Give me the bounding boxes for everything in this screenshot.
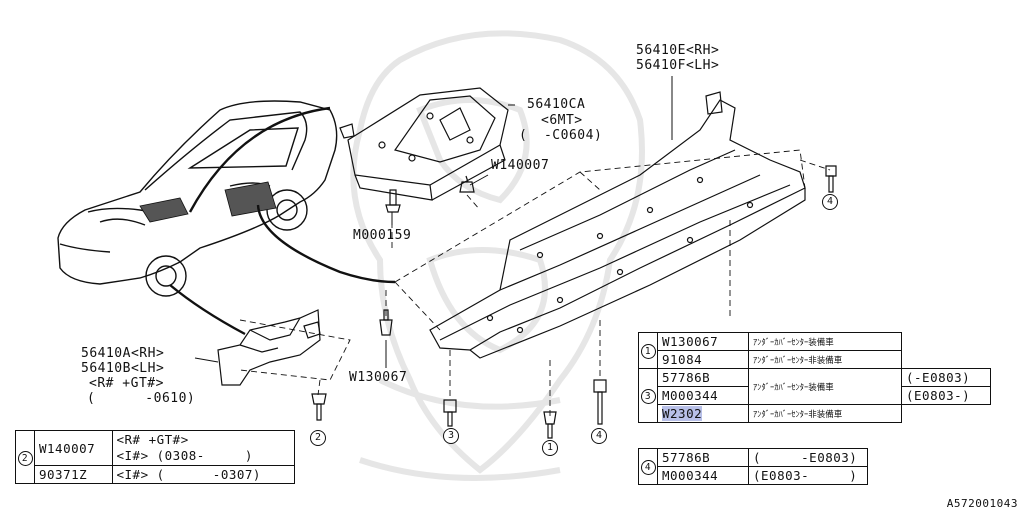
part-number-cell: W130067	[657, 332, 749, 351]
mud-guard-part	[217, 309, 321, 386]
watermark-crest	[350, 30, 645, 481]
note-cell: ｱﾝﾀﾞｰｶﾊﾞｰｾﾝﾀｰ非装備車	[748, 350, 902, 369]
part-number-cell: M000344	[657, 466, 749, 485]
position-marker-1: 1	[542, 440, 558, 456]
car-undercover-areas	[139, 181, 277, 223]
group-number-2: 2	[15, 430, 35, 484]
callout-56410a: 56410A<RH>	[81, 346, 165, 361]
table-row: M000344 (E0803- )	[639, 466, 868, 485]
leader-lines	[194, 76, 673, 368]
bolt-pos4-center	[593, 379, 607, 425]
table-row: 2 W140007 <R# +GT#><I#> (0308- )	[15, 430, 295, 484]
table-row: 3 57786B ｱﾝﾀﾞｰｶﾊﾞｰｾﾝﾀｰ装備車 (-E0803)	[638, 368, 991, 423]
part-number-cell: M000344	[657, 386, 749, 405]
callout-56410e: 56410E<RH>	[636, 43, 720, 58]
position-marker-2: 2	[310, 430, 326, 446]
range-cell: (E0803-)	[901, 386, 991, 405]
bolt-pos3	[443, 399, 457, 427]
table-row: M000344 (E0803-)	[639, 386, 991, 405]
callout-w140007: W140007	[491, 158, 550, 173]
range-cell: (-E0803)	[901, 368, 991, 387]
callout-56410ab-opt: <R# +GT#>	[89, 376, 164, 391]
front-wheel	[145, 255, 187, 297]
part-number-cell: 57786B	[657, 448, 749, 467]
highlighted-part-number[interactable]: W2302	[662, 406, 703, 421]
callout-56410ca-range: ( -C0604)	[519, 128, 603, 143]
part-number-cell-highlighted: W2302	[657, 404, 749, 423]
callout-56410ca: 56410CA	[527, 97, 586, 112]
spec-cell: <I#> ( -0307)	[111, 465, 295, 484]
parts-table-4: 4 57786B ( -E0803) M000344 (E0803- )	[638, 448, 868, 485]
callout-m000159: M000159	[353, 228, 412, 243]
position-marker-4-center: 4	[591, 428, 607, 444]
callout-w130067: W130067	[349, 370, 408, 385]
group-number-4: 4	[638, 448, 658, 485]
callout-56410b: 56410B<LH>	[81, 361, 165, 376]
part-number-cell: W140007	[34, 430, 113, 466]
part-number-cell: 57786B	[657, 368, 749, 387]
spec-cell: <R# +GT#><I#> (0308- )	[111, 430, 295, 466]
clip-pos1	[543, 411, 557, 439]
part-number-cell: 90371Z	[34, 465, 113, 484]
note-cell: ｱﾝﾀﾞｰｶﾊﾞｰｾﾝﾀｰ装備車	[748, 332, 902, 351]
callout-56410ca-6mt: <6MT>	[541, 113, 583, 128]
callout-56410ab-range: ( -0610)	[87, 391, 196, 406]
leader-arcs	[169, 106, 396, 336]
group-number-1: 1	[638, 332, 658, 369]
range-cell: (E0803- )	[748, 466, 868, 485]
parts-table-2: 2 W140007 <R# +GT#><I#> (0308- ) 90371Z …	[15, 430, 295, 484]
bolt-m000159	[385, 189, 401, 213]
clip-w140007-upper	[459, 175, 475, 193]
dashed-guides	[239, 149, 831, 420]
bolt-left-pos2	[311, 393, 327, 421]
parts-table-1-3: 1 W130067 ｱﾝﾀﾞｰｶﾊﾞｰｾﾝﾀｰ装備車 91084 ｱﾝﾀﾞｰｶﾊ…	[638, 332, 991, 423]
note-cell: ｱﾝﾀﾞｰｶﾊﾞｰｾﾝﾀｰ非装備車	[748, 404, 902, 423]
figure-id: A572001043	[946, 497, 1018, 510]
group-number-3: 3	[638, 368, 658, 423]
position-marker-4-right: 4	[822, 194, 838, 210]
table-row: 90371Z <I#> ( -0307)	[16, 465, 295, 484]
main-under-cover-part	[429, 91, 806, 359]
bolt-pos4-right	[825, 165, 837, 193]
table-row: W2302 ｱﾝﾀﾞｰｶﾊﾞｰｾﾝﾀｰ非装備車	[639, 404, 991, 423]
position-marker-3: 3	[443, 428, 459, 444]
table-row: 4 57786B ( -E0803)	[638, 448, 868, 485]
table-row: 1 W130067 ｱﾝﾀﾞｰｶﾊﾞｰｾﾝﾀｰ装備車	[638, 332, 991, 369]
callout-56410f: 56410F<LH>	[636, 58, 720, 73]
note-cell: ｱﾝﾀﾞｰｶﾊﾞｰｾﾝﾀｰ装備車	[748, 368, 902, 405]
table-row: 91084 ｱﾝﾀﾞｰｶﾊﾞｰｾﾝﾀｰ非装備車	[639, 350, 991, 369]
part-number-cell: 91084	[657, 350, 749, 369]
clip-w130067	[379, 309, 393, 336]
range-cell: ( -E0803)	[748, 448, 868, 467]
